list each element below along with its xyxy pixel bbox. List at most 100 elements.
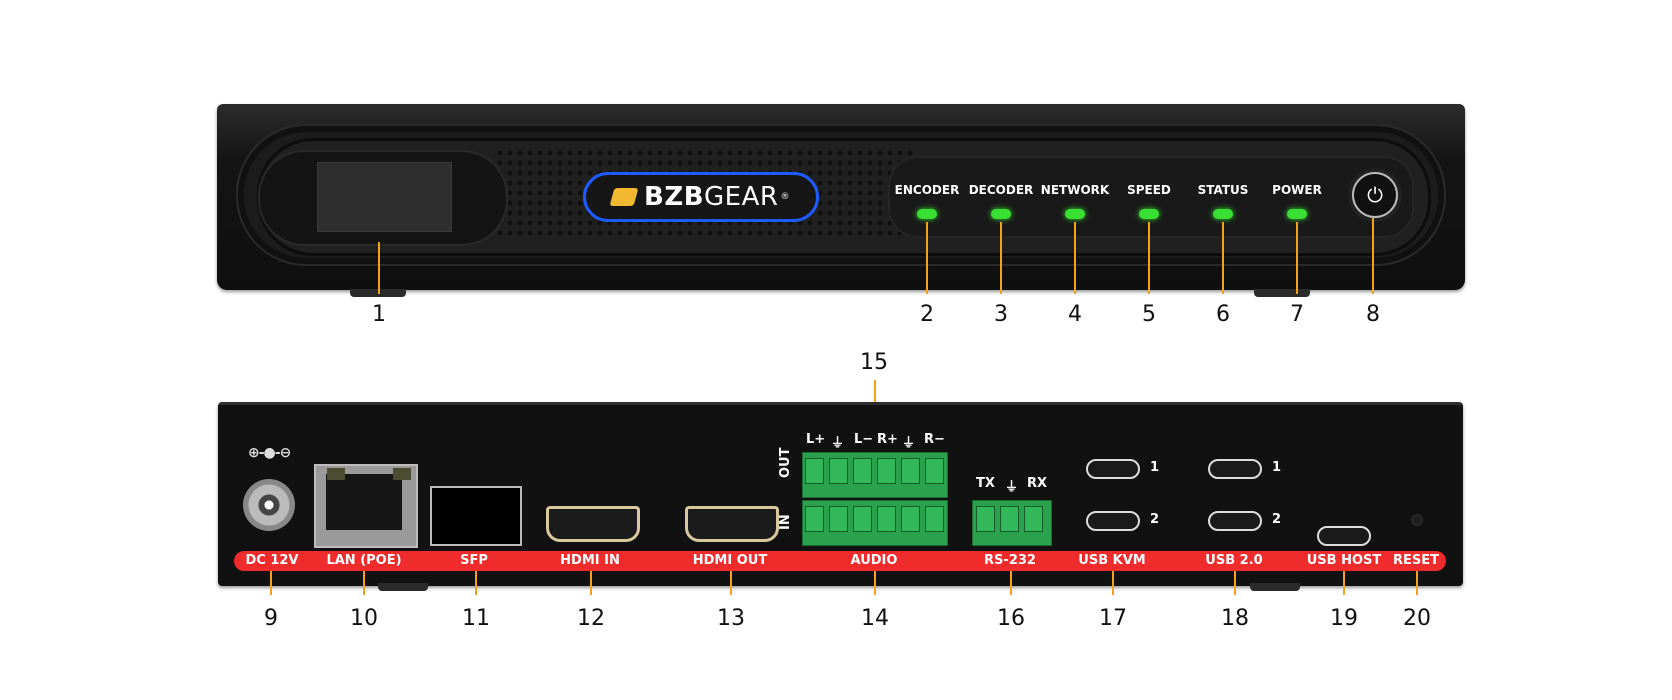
audio-row-out: OUT <box>778 447 793 478</box>
rs232-pin-ground: ⏚ <box>1005 480 1019 495</box>
usb-kvm-port-1[interactable] <box>1086 459 1140 479</box>
hdmi-in-port[interactable] <box>546 506 640 542</box>
callout-17: 17 <box>1099 606 1127 631</box>
hdmi-out-port[interactable] <box>685 506 779 542</box>
label-dc-12v: DC 12V <box>245 553 299 568</box>
audio-pin-r-minus: R− <box>924 432 945 447</box>
usb20-port-2[interactable] <box>1208 511 1262 531</box>
callout-3: 3 <box>994 302 1008 327</box>
callout-16: 16 <box>997 606 1025 631</box>
label-usb-20: USB 2.0 <box>1205 553 1263 568</box>
usb-host-port[interactable] <box>1317 526 1371 546</box>
audio-row-in: IN <box>778 514 793 530</box>
power-button[interactable]: ⏻ <box>1352 172 1398 218</box>
dc-polarity-icon: ⊕-●-⊖ <box>248 445 291 461</box>
callout-8: 8 <box>1366 302 1380 327</box>
label-hdmi-in: HDMI IN <box>560 553 620 568</box>
callout-7: 7 <box>1290 302 1304 327</box>
led-label-status: STATUS <box>1197 183 1249 197</box>
power-led-icon <box>1287 209 1307 219</box>
leader-12 <box>590 571 592 595</box>
power-icon: ⏻ <box>1367 183 1383 207</box>
callout-1: 1 <box>372 302 386 327</box>
label-lan-poe: LAN (POE) <box>326 553 402 568</box>
oled-display <box>317 162 452 232</box>
callout-5: 5 <box>1142 302 1156 327</box>
label-audio: AUDIO <box>850 553 898 568</box>
callout-6: 6 <box>1216 302 1230 327</box>
lan-led-left-icon <box>327 468 345 480</box>
leader-16 <box>1010 571 1012 595</box>
label-usb-kvm: USB KVM <box>1078 553 1146 568</box>
callout-15: 15 <box>860 350 888 375</box>
rear-foot-right <box>1250 583 1300 591</box>
callout-13: 13 <box>717 606 745 631</box>
reset-button[interactable] <box>1411 514 1423 526</box>
leader-17 <box>1112 571 1114 595</box>
encoder-led-icon <box>917 209 937 219</box>
leader-7 <box>1296 222 1298 294</box>
dc-power-jack[interactable] <box>243 479 295 531</box>
port-label-bar <box>234 551 1446 571</box>
led-label-speed: SPEED <box>1127 183 1171 197</box>
audio-in-terminal[interactable] <box>802 500 948 546</box>
leader-8 <box>1372 218 1374 294</box>
leader-4 <box>1074 222 1076 294</box>
led-panel <box>888 156 1414 238</box>
callout-9: 9 <box>264 606 278 631</box>
usb20-number-2: 2 <box>1272 512 1282 527</box>
callout-11: 11 <box>462 606 490 631</box>
callout-12: 12 <box>577 606 605 631</box>
network-led-icon <box>1065 209 1085 219</box>
leader-13 <box>730 571 732 595</box>
status-led-icon <box>1213 209 1233 219</box>
leader-9 <box>270 571 272 595</box>
audio-pin-r-plus: R+ <box>877 432 898 447</box>
leader-19 <box>1343 571 1345 595</box>
led-label-power: POWER <box>1272 183 1322 197</box>
rs232-pin-rx: RX <box>1027 476 1048 491</box>
leader-6 <box>1222 222 1224 294</box>
callout-10: 10 <box>350 606 378 631</box>
label-usb-host: USB HOST <box>1306 553 1382 568</box>
usb-kvm-port-2[interactable] <box>1086 511 1140 531</box>
leader-3 <box>1000 222 1002 294</box>
rear-foot-left <box>378 583 428 591</box>
callout-2: 2 <box>920 302 934 327</box>
audio-pin-ground-2: ⏚ <box>902 436 916 451</box>
leader-20 <box>1416 571 1418 595</box>
usb-kvm-number-1: 1 <box>1150 460 1160 475</box>
rs232-pin-tx: TX <box>976 476 995 491</box>
led-label-encoder: ENCODER <box>894 183 960 197</box>
lan-led-right-icon <box>393 468 411 480</box>
leader-10 <box>363 571 365 595</box>
decoder-led-icon <box>991 209 1011 219</box>
registered-mark: ® <box>780 192 790 202</box>
callout-19: 19 <box>1330 606 1358 631</box>
leader-5 <box>1148 222 1150 294</box>
leader-14 <box>874 571 876 595</box>
callout-18: 18 <box>1221 606 1249 631</box>
usb20-port-1[interactable] <box>1208 459 1262 479</box>
label-hdmi-out: HDMI OUT <box>692 553 768 568</box>
audio-pin-l-plus: L+ <box>806 432 826 447</box>
led-label-network: NETWORK <box>1040 183 1110 197</box>
audio-pin-ground-1: ⏚ <box>831 436 845 451</box>
leader-18 <box>1234 571 1236 595</box>
audio-out-terminal[interactable] <box>802 452 948 498</box>
label-rs232: RS-232 <box>984 553 1036 568</box>
brand-name-bold: BZB <box>644 182 705 212</box>
front-foot-right <box>1254 289 1310 297</box>
callout-20: 20 <box>1403 606 1431 631</box>
callout-14: 14 <box>861 606 889 631</box>
usb20-number-1: 1 <box>1272 460 1282 475</box>
rj45-socket-icon <box>326 474 402 530</box>
brand-name-light: GEAR <box>704 182 779 212</box>
label-reset: RESET <box>1392 553 1439 568</box>
usb-kvm-number-2: 2 <box>1150 512 1160 527</box>
led-label-decoder: DECODER <box>968 183 1034 197</box>
sfp-port[interactable] <box>430 486 522 546</box>
leader-11 <box>475 571 477 595</box>
callout-4: 4 <box>1068 302 1082 327</box>
